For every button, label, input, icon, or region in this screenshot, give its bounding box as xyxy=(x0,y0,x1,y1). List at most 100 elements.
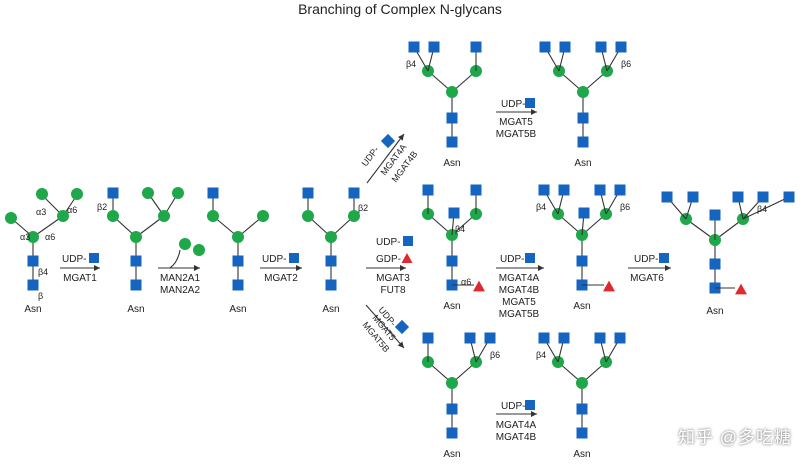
glcnac-square xyxy=(525,253,535,263)
linkage-label: β6 xyxy=(620,202,630,212)
asn-label: Asn xyxy=(443,158,460,169)
glcnac-square xyxy=(687,191,699,203)
fucose-triangle xyxy=(603,280,615,292)
glcnac-square xyxy=(446,136,458,148)
glcnac-square xyxy=(408,41,420,53)
glcnac-square xyxy=(615,41,627,53)
asn-label: Asn xyxy=(573,449,590,460)
enzyme-label: MGAT6 xyxy=(630,273,664,284)
asn-label: Asn xyxy=(24,304,41,315)
glcnac-square xyxy=(428,41,440,53)
enzyme-label: MGAT4B xyxy=(496,432,537,443)
glcnac-square xyxy=(558,332,570,344)
reaction-arrow xyxy=(531,109,537,115)
glcnac-square xyxy=(422,332,434,344)
glcnac-square xyxy=(661,191,673,203)
glcnac-square xyxy=(232,279,244,291)
reaction-arrow xyxy=(400,265,406,271)
glcnac-diamond xyxy=(380,133,396,149)
enzyme-label: MGAT5 xyxy=(499,117,533,128)
glcnac-square xyxy=(470,184,482,196)
glycosidic-bond xyxy=(32,215,64,238)
enzyme-label: MAN2A1 xyxy=(160,273,200,284)
asn-label: Asn xyxy=(443,301,460,312)
fucose-triangle xyxy=(473,280,485,292)
glcnac-square xyxy=(464,332,476,344)
enzyme-label: MGAT4B xyxy=(499,285,540,296)
glcnac-square xyxy=(348,187,360,199)
diagram-title: Branching of Complex N-glycans xyxy=(298,1,502,17)
glcnac-square xyxy=(594,184,606,196)
mannose-circle xyxy=(27,231,39,243)
mannose-circle xyxy=(5,212,17,224)
donor-label: UDP- xyxy=(62,254,86,265)
glycosidic-bond xyxy=(366,133,405,184)
glcnac-square xyxy=(446,112,458,124)
glcnac-square xyxy=(659,253,669,263)
glcnac-square xyxy=(595,41,607,53)
linkage-label: β2 xyxy=(358,203,368,213)
donor-label: UDP- xyxy=(500,254,524,265)
glcnac-square xyxy=(558,184,570,196)
asn-label: Asn xyxy=(706,306,723,317)
donor-label: UDP- xyxy=(376,237,400,248)
glcnac-square xyxy=(325,255,337,267)
reaction-arrow xyxy=(94,265,100,271)
linkage-label: α3 xyxy=(36,207,46,217)
mannose-circle xyxy=(577,86,589,98)
glcnac-square xyxy=(446,403,458,415)
glcnac-square xyxy=(559,41,571,53)
mannose-circle xyxy=(446,377,458,389)
mannose-circle xyxy=(57,210,69,222)
glcnac-square xyxy=(783,191,795,203)
reaction-arrow xyxy=(665,265,671,271)
mannose-circle xyxy=(446,86,458,98)
glcnac-diamond xyxy=(394,319,410,335)
glcnac-square xyxy=(107,187,119,199)
mannose-circle xyxy=(348,210,360,222)
linkage-label: β4 xyxy=(455,224,465,234)
watermark: 知乎 @多吃糖 xyxy=(678,428,792,447)
mannose-circle xyxy=(172,187,184,199)
glcnac-square xyxy=(422,184,434,196)
reaction-arrow xyxy=(397,134,404,141)
mannose-circle xyxy=(107,210,119,222)
reaction-arrow xyxy=(397,341,404,348)
linkage-label: β4 xyxy=(536,350,546,360)
asn-label: Asn xyxy=(443,449,460,460)
linkage-label: α3 xyxy=(20,232,30,242)
mannose-circle xyxy=(302,210,314,222)
donor-label: UDP- xyxy=(501,99,525,110)
glcnac-square xyxy=(576,255,588,267)
mannose-circle xyxy=(193,244,205,256)
mannose-circle xyxy=(130,231,142,243)
glcnac-square xyxy=(538,332,550,344)
mannose-circle xyxy=(576,377,588,389)
linkage-label: β4 xyxy=(757,204,767,214)
linkage-label: β4 xyxy=(38,267,48,277)
glcnac-square xyxy=(614,184,626,196)
glcnac-square xyxy=(525,400,535,410)
glcnac-square xyxy=(709,209,721,221)
mannose-circle xyxy=(325,231,337,243)
linkage-label: β6 xyxy=(621,59,631,69)
enzyme-label: MGAT5 xyxy=(502,297,536,308)
fucose-triangle xyxy=(735,283,747,295)
glcnac-square xyxy=(578,207,590,219)
linkage-label: α6 xyxy=(67,205,77,215)
enzyme-label: MAN2A2 xyxy=(160,285,200,296)
glcnac-square xyxy=(448,207,460,219)
enzyme-label: MGAT3 xyxy=(376,273,410,284)
glcnac-square xyxy=(594,332,606,344)
asn-label: Asn xyxy=(574,158,591,169)
glcnac-square xyxy=(470,41,482,53)
fucose-triangle xyxy=(401,253,413,263)
glcnac-square xyxy=(446,427,458,439)
asn-label: Asn xyxy=(573,301,590,312)
mannose-circle xyxy=(142,187,154,199)
linkage-label: α6 xyxy=(461,277,471,287)
linkage-label: β4 xyxy=(536,202,546,212)
enzyme-label: MGAT2 xyxy=(264,273,298,284)
glcnac-square xyxy=(89,253,99,263)
